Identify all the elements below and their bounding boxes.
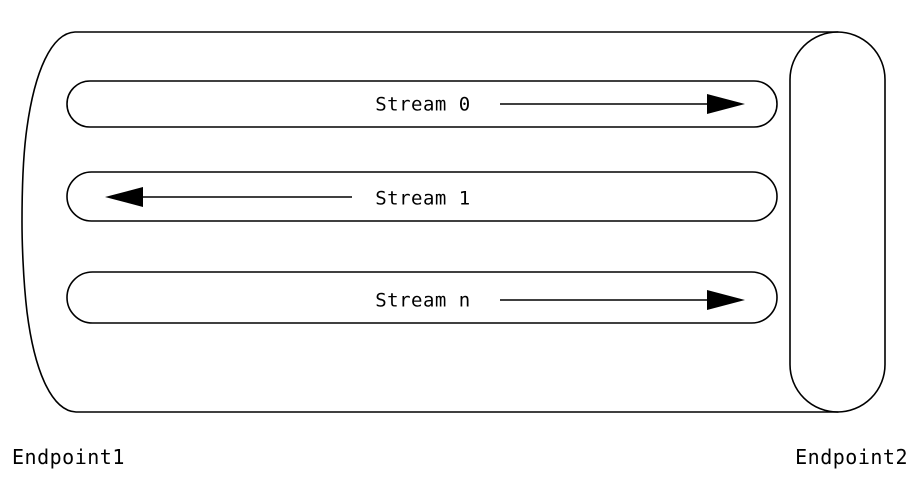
stream-label-0: Stream 0	[375, 94, 471, 116]
arrow-right-icon-0	[707, 94, 745, 114]
stream-label-2: Stream n	[375, 290, 471, 312]
stream-row-1: Stream 1	[66, 171, 778, 222]
connection-body-outline	[21, 31, 839, 413]
stream-label-1: Stream 1	[375, 188, 471, 210]
arrow-right-icon-2	[707, 290, 745, 310]
stream-pill-0	[66, 80, 778, 128]
endpoint2-shape	[789, 31, 886, 413]
endpoint1-label: Endpoint1	[12, 445, 125, 469]
stream-pill-1	[66, 171, 778, 222]
stream-row-2: Stream n	[66, 271, 778, 324]
arrow-left-icon-1	[105, 187, 143, 207]
stream-pill-2	[66, 271, 778, 324]
stream-row-0: Stream 0	[66, 80, 778, 128]
endpoint2-label: Endpoint2	[795, 445, 908, 469]
